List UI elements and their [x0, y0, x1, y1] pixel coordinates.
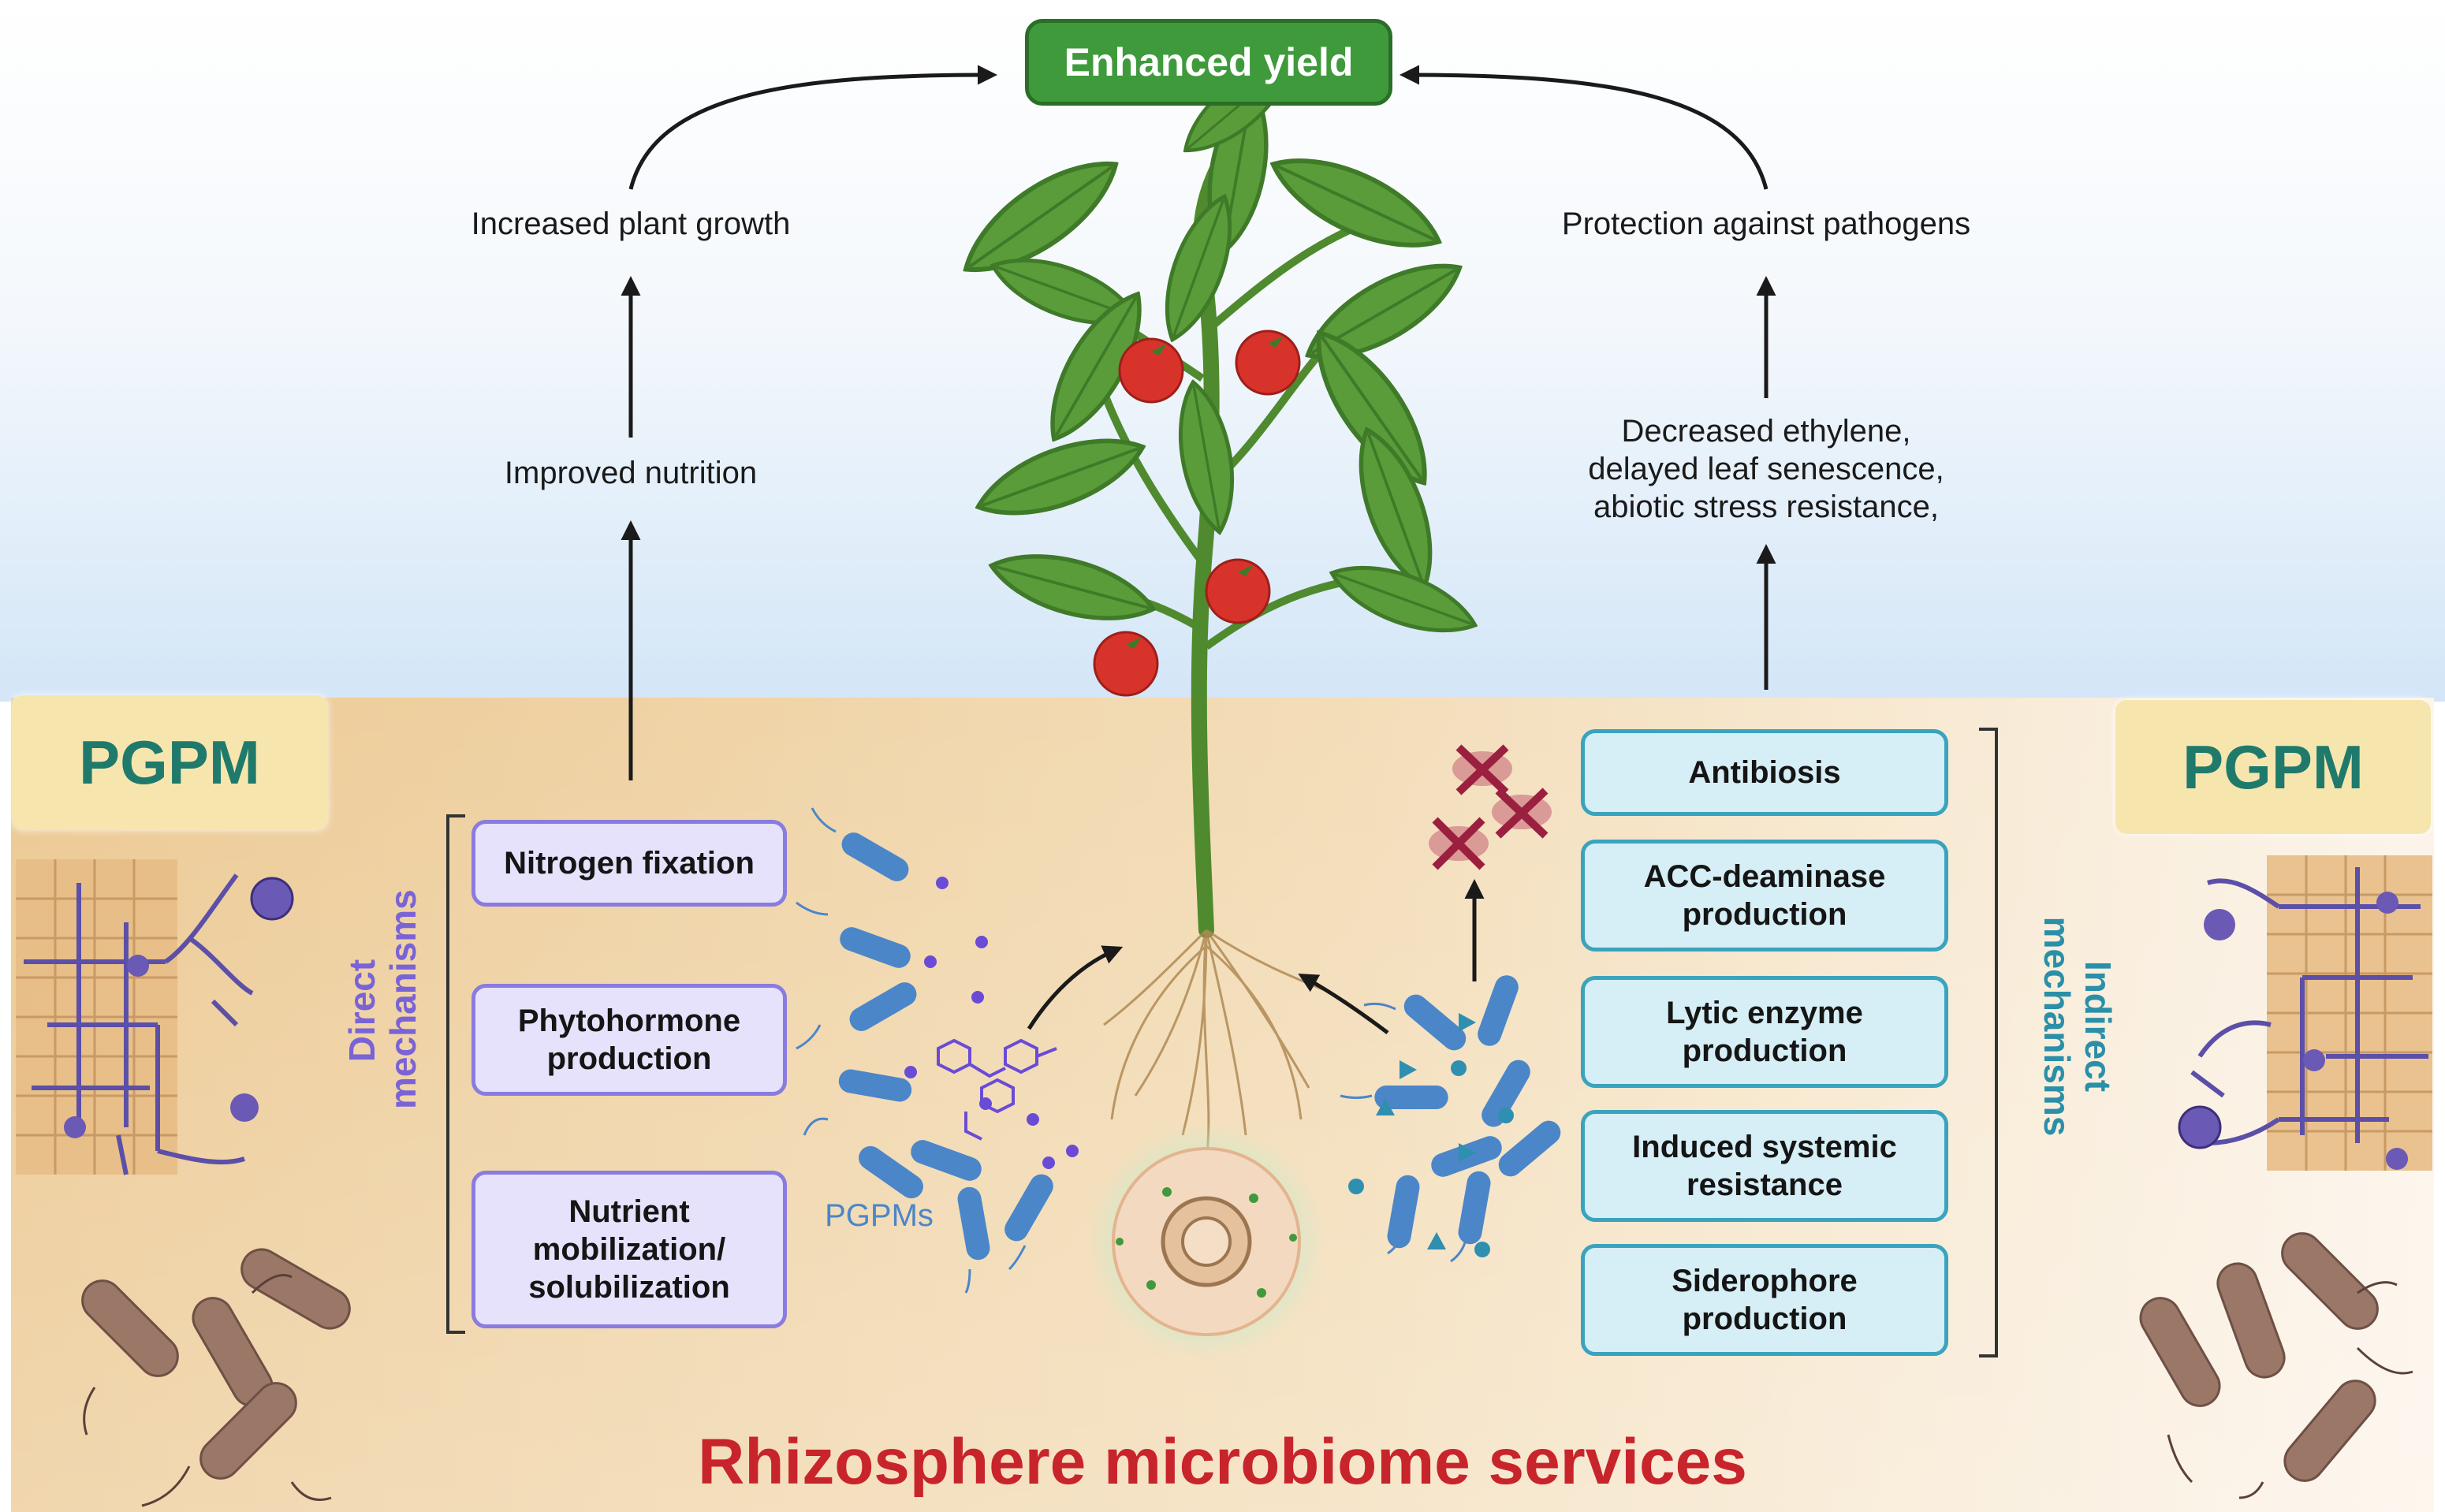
direct-label-line-2: mechanisms: [382, 889, 423, 1109]
siderophore-line-1: Siderophore: [1672, 1264, 1858, 1298]
protection-label: Protection against pathogens: [1561, 207, 1971, 241]
nutrient-line-1: Nutrient: [568, 1194, 690, 1229]
root-hyphae-illustration-left: [16, 859, 294, 1175]
lytic-enzyme-box: Lytic enzyme production: [1581, 976, 1948, 1088]
indirect-label-line-1: Indirect: [2078, 960, 2119, 1093]
lytic-line-1: Lytic enzyme: [1666, 996, 1863, 1030]
direct-mechanisms-label: Direct mechanisms: [341, 889, 423, 1109]
arrow-pgpms-to-root-left: [1027, 945, 1124, 1030]
phytohormone-molecules: [937, 1038, 1057, 1141]
siderophore-line-2: production: [1682, 1302, 1847, 1336]
pgpms-label: PGPMs: [825, 1198, 934, 1233]
enhanced-yield-badge: Enhanced yield: [1025, 19, 1392, 106]
indirect-bracket: [1979, 728, 1998, 1357]
pathogen-cross-icons: [1429, 744, 1552, 870]
induced-resistance-box: Induced systemic resistance: [1581, 1110, 1948, 1222]
lytic-line-2: production: [1682, 1033, 1847, 1068]
direct-bracket: [446, 814, 465, 1334]
increased-growth-label: Increased plant growth: [471, 207, 791, 241]
pgpm-label-right: PGPM: [2115, 700, 2431, 834]
ethylene-line-2: delayed leaf senescence,: [1588, 452, 1944, 486]
ethylene-label: Decreased ethylene, delayed leaf senesce…: [1498, 412, 2034, 526]
phytohormone-line-1: Phytohormone: [517, 1004, 741, 1038]
indirect-label-line-2: mechanisms: [2037, 916, 2078, 1137]
nitrogen-fixation-box: Nitrogen fixation: [471, 820, 787, 907]
pgpm-bacteria-left: [796, 807, 1079, 1294]
acc-line-1: ACC-deaminase: [1643, 859, 1886, 894]
indirect-mechanisms-label: Indirect mechanisms: [2037, 912, 2119, 1141]
root-hyphae-illustration-right: [2178, 855, 2432, 1171]
arrow-protection-to-yield: [1400, 65, 1769, 190]
tomato-fruits: [1093, 330, 1301, 697]
nutrient-line-3: solubilization: [528, 1270, 730, 1305]
antibiosis-box: Antibiosis: [1581, 729, 1948, 816]
phytohormone-line-2: production: [546, 1041, 712, 1076]
arrow-pgpms-to-root-right: [1298, 974, 1389, 1035]
ethylene-line-1: Decreased ethylene,: [1621, 414, 1911, 449]
acc-line-2: production: [1682, 897, 1847, 932]
phytohormone-box: Phytohormone production: [471, 984, 787, 1096]
brown-bacteria-right: [2139, 1232, 2413, 1499]
nutrient-mobilization-box: Nutrient mobilization/ solubilization: [471, 1171, 787, 1328]
induced-line-2: resistance: [1687, 1168, 1843, 1202]
nitrogen-fixation-line-1: Nitrogen fixation: [504, 846, 755, 881]
arrow-growth-to-yield: [628, 65, 997, 190]
pgpm-label-left: PGPM: [12, 695, 327, 829]
brown-bacteria-left: [81, 1248, 351, 1507]
pgpm-bacteria-right: [1340, 972, 1566, 1263]
nutrient-line-2: mobilization/: [532, 1232, 726, 1267]
improved-nutrition-label: Improved nutrition: [504, 456, 758, 490]
tomato-plant-icon: [949, 46, 1483, 938]
acc-deaminase-box: ACC-deaminase production: [1581, 840, 1948, 952]
direct-label-line-1: Direct: [341, 959, 382, 1063]
induced-line-1: Induced systemic: [1632, 1130, 1897, 1164]
antibiosis-line-1: Antibiosis: [1688, 755, 1841, 790]
ethylene-line-3: abiotic stress resistance,: [1593, 490, 1939, 524]
siderophore-box: Siderophore production: [1581, 1244, 1948, 1356]
figure-title: Rhizosphere microbiome services: [698, 1426, 1747, 1498]
root-cross-section-icon: [1088, 1123, 1325, 1360]
